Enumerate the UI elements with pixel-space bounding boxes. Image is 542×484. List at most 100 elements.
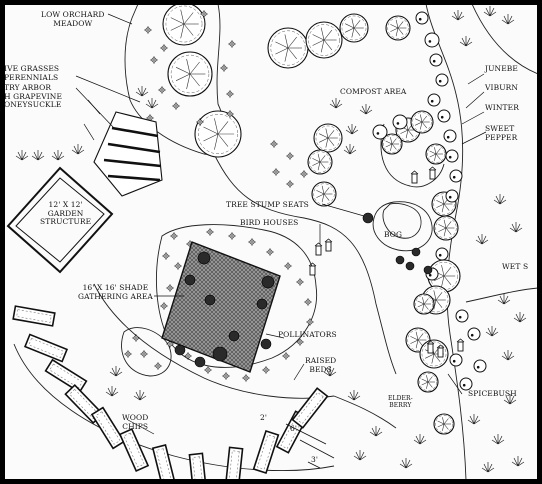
raised-bed: [118, 428, 150, 472]
shrub-symbol: [445, 149, 459, 163]
meadow-edge-line: [471, 4, 538, 75]
tree-stump-seat: [260, 338, 272, 350]
bog-inner-outline: [382, 203, 422, 239]
tree-stump-seat: [395, 255, 405, 265]
tree-branch: [429, 150, 437, 155]
shrub-outline: [437, 109, 451, 123]
tree-branch: [320, 27, 325, 41]
tree-branch: [175, 67, 191, 75]
tree-canopy-ring: [427, 145, 445, 163]
bird-house-roof: [426, 340, 435, 345]
tree-branch: [180, 9, 185, 25]
shrub-outline: [435, 73, 449, 87]
tree-branch: [319, 161, 326, 169]
tree-branch: [443, 203, 450, 211]
grass-symbol: [501, 350, 515, 361]
bird-house: [315, 245, 322, 256]
shrub-outline: [445, 149, 459, 163]
tree-branch: [421, 115, 428, 123]
tree-branch: [417, 300, 425, 305]
perennial-petals: [140, 350, 148, 358]
perennial-petals: [272, 168, 280, 176]
grass-symbol: [513, 312, 527, 323]
shrub-outline: [449, 169, 463, 183]
shrub-symbol: [372, 124, 388, 140]
tree-branch: [327, 137, 335, 146]
tree-branch: [435, 148, 441, 155]
label-elderberry: ELDER- BERRY: [388, 395, 413, 409]
perennial-petals: [124, 350, 132, 358]
tree-branch: [441, 203, 445, 213]
tree-branch: [275, 41, 289, 49]
tree-branch: [312, 161, 321, 166]
grass-symbol: [497, 294, 511, 305]
tree-symbol: [162, 4, 206, 46]
bird-house-roof: [428, 166, 437, 171]
grass-symbol: [503, 394, 517, 405]
tree-branch: [435, 299, 443, 308]
perennial-petals: [228, 40, 236, 48]
tree-branch: [319, 155, 326, 163]
tree-stump-seat: [197, 251, 211, 265]
perennial-symbol: [296, 338, 304, 346]
tree-branch: [345, 23, 355, 29]
perennial-symbol: [242, 374, 250, 382]
raised-bed: [23, 333, 69, 363]
tree-branch: [433, 290, 437, 301]
tree-branch: [287, 36, 297, 49]
raised-bed-frame: [291, 387, 329, 429]
label-grasses-perennials: IVE GRASSES PERENNIALS: [4, 64, 60, 82]
shrub-stem: [452, 359, 456, 363]
tree-branch: [420, 114, 423, 123]
tree-branch: [385, 143, 393, 148]
site-plan-drawing: [4, 4, 538, 480]
tree-branch: [214, 133, 219, 150]
shrub-stem: [428, 273, 432, 277]
tree-branch: [436, 203, 445, 208]
grass-symbol: [369, 426, 383, 437]
tree-symbol: [410, 110, 434, 134]
shrub-outline: [415, 11, 429, 25]
grass-symbol: [413, 434, 427, 445]
tree-branch: [435, 292, 443, 301]
perennial-symbol: [270, 140, 278, 148]
raised-bed-frame: [224, 446, 244, 480]
tree-branch: [351, 18, 355, 29]
perennial-petals: [206, 228, 214, 236]
shrub-symbol: [459, 377, 473, 391]
bird-house: [309, 265, 316, 276]
perennial-petals: [296, 338, 304, 346]
shrub-symbol: [415, 11, 429, 25]
perennial-petals: [172, 102, 180, 110]
grass-symbol: [459, 36, 473, 47]
shrub-stem: [438, 253, 442, 257]
raised-bed-frame: [188, 452, 208, 480]
perennial-petals: [304, 298, 312, 306]
label-wet-shade: WET S: [502, 262, 529, 271]
perennial-symbol: [220, 64, 228, 72]
tree-branch: [170, 17, 185, 25]
tree-branch: [312, 39, 325, 46]
tree-branch: [275, 47, 289, 55]
bird-house: [437, 347, 444, 358]
perennial-symbol: [226, 110, 234, 118]
grass-symbol: [353, 450, 367, 461]
tree-symbol: [419, 339, 449, 369]
tree-branch: [316, 193, 325, 198]
tree-branch: [423, 298, 429, 305]
label-shade-gathering-area: 16' X 16' SHADE GATHERING AREA: [78, 283, 153, 301]
label-bog: BOG: [384, 230, 403, 239]
shrub-symbol: [449, 169, 463, 183]
tree-branch: [410, 336, 419, 341]
tree-symbol: [267, 27, 309, 69]
tree-branch: [445, 221, 452, 229]
grass-symbol: [491, 434, 505, 445]
tree-branch: [445, 227, 452, 235]
tree-canopy-ring: [435, 217, 457, 239]
perennial-petals: [300, 170, 308, 178]
raised-bed: [291, 387, 329, 429]
plan-sheet: LOW ORCHARD MEADOW IVE GRASSES PERENNIAL…: [4, 4, 538, 480]
shrub-stem: [432, 59, 436, 63]
perennial-symbol: [172, 102, 180, 110]
perennial-symbol: [124, 350, 132, 358]
